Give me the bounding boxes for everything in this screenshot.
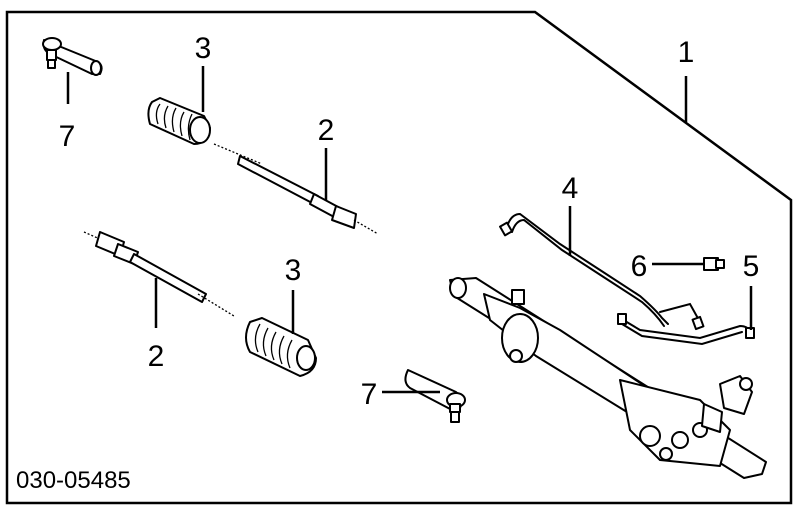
rack-assembly xyxy=(449,76,767,479)
return-line xyxy=(617,286,755,346)
callout-3-lower: 3 xyxy=(285,254,302,287)
tie-rod-end-upper xyxy=(42,37,103,104)
tie-rod-end-lower xyxy=(382,369,466,423)
banjo-bolt xyxy=(652,257,725,271)
diagram-code: 030-05485 xyxy=(16,467,131,494)
callout-3-upper: 3 xyxy=(195,32,212,65)
tie-rod-upper xyxy=(213,143,379,235)
callout-1: 1 xyxy=(678,36,695,69)
callout-6: 6 xyxy=(631,250,648,283)
callout-7-lower: 7 xyxy=(361,378,378,411)
callout-2-lower: 2 xyxy=(148,340,165,373)
callout-7-upper: 7 xyxy=(59,120,76,153)
diagram-frame xyxy=(5,10,793,505)
callout-5: 5 xyxy=(743,250,760,283)
boot-lower xyxy=(245,290,317,377)
callout-2-upper: 2 xyxy=(318,114,335,147)
pressure-line xyxy=(499,206,705,331)
tie-rod-lower xyxy=(83,231,235,328)
boot-upper xyxy=(147,66,211,145)
callout-4: 4 xyxy=(562,172,579,205)
